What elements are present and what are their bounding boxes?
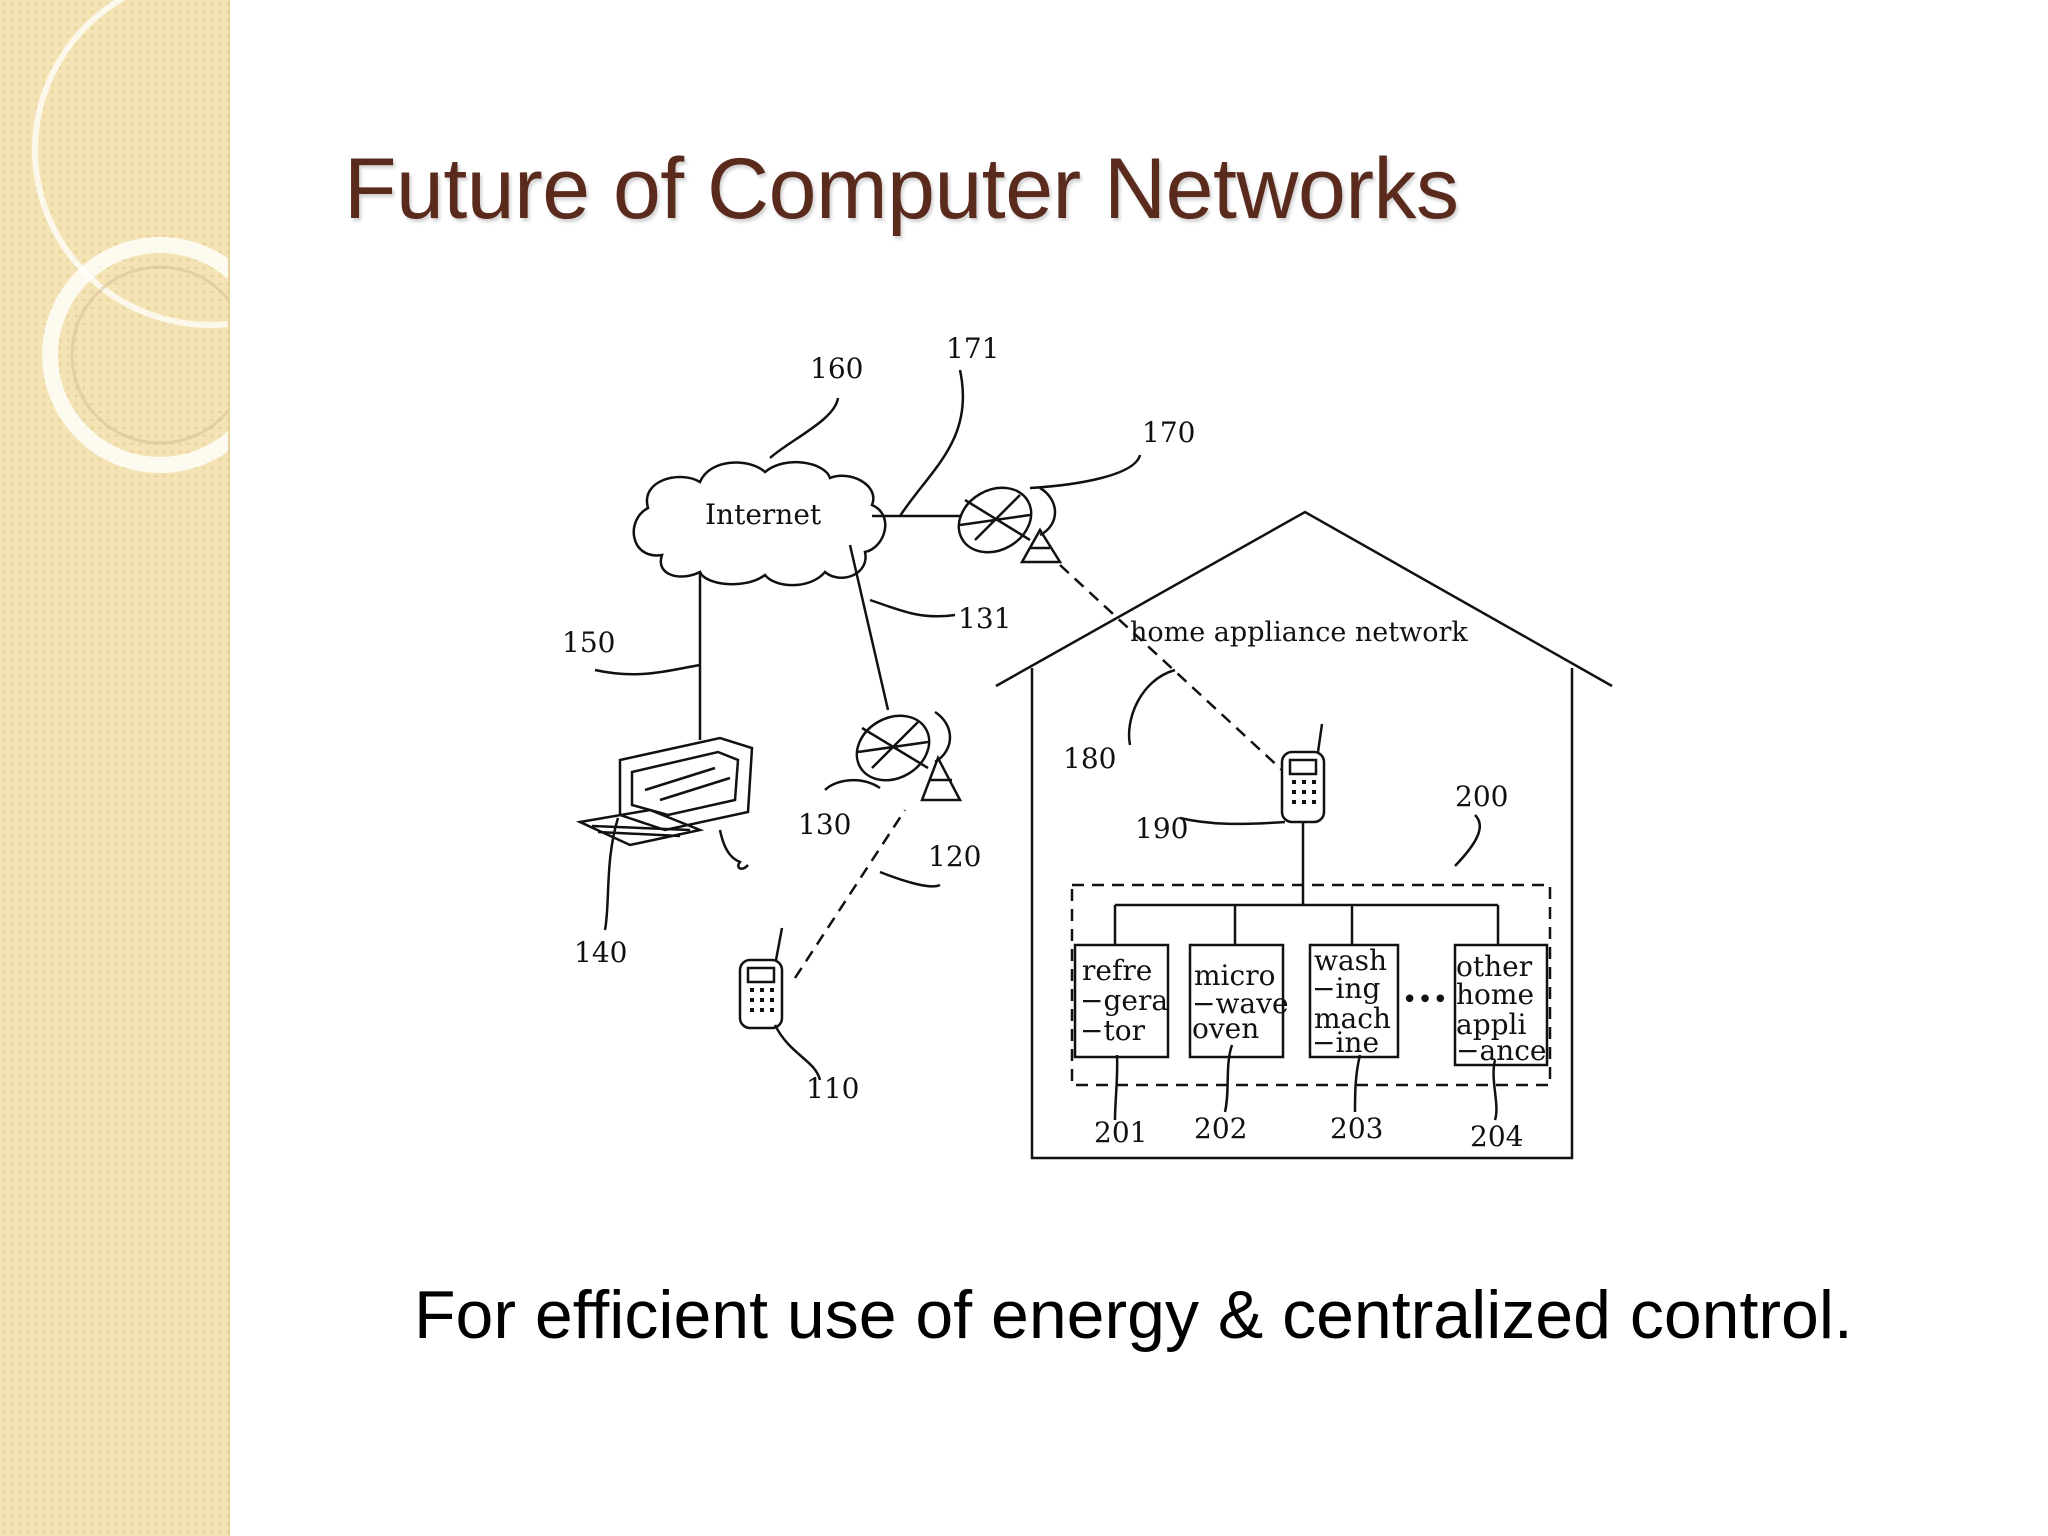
svg-text:appli: appli <box>1456 1008 1526 1041</box>
internet-cloud-icon <box>632 460 887 587</box>
ref-label-201: 201 <box>1094 1116 1147 1149</box>
mobile-phone-icon <box>738 927 784 1030</box>
ref-label-180: 180 <box>1063 742 1116 775</box>
ref-label-190: 190 <box>1135 812 1188 845</box>
computer-icon <box>575 736 754 870</box>
svg-text:wash: wash <box>1314 944 1387 977</box>
appliance-washing-machine-text: wash −ing mach −ine <box>1312 944 1391 1059</box>
ref-label-160: 160 <box>810 352 863 385</box>
ref-label-170: 170 <box>1142 416 1195 449</box>
svg-text:−wave: −wave <box>1192 987 1289 1020</box>
home-network-label: home appliance network <box>1130 617 1468 648</box>
ref-label-110: 110 <box>806 1072 859 1105</box>
svg-text:home: home <box>1456 978 1534 1011</box>
appliance-box-washing-machine <box>1308 943 1400 1059</box>
svg-text:−ine: −ine <box>1312 1026 1379 1059</box>
svg-text:micro: micro <box>1194 959 1275 992</box>
svg-text:refre: refre <box>1082 954 1152 987</box>
slide-title: Future of Computer Networks <box>344 141 1459 237</box>
svg-text:mach: mach <box>1314 1002 1391 1035</box>
svg-text:−tor: −tor <box>1080 1014 1146 1047</box>
svg-text:−ing: −ing <box>1312 972 1380 1005</box>
svg-text:−ance: −ance <box>1456 1034 1546 1067</box>
satellite-dish-icon-2 <box>855 710 963 802</box>
ref-label-150: 150 <box>562 626 615 659</box>
decorative-rings <box>32 0 228 473</box>
appliance-refrigerator-text: refre −gera −tor <box>1080 954 1168 1047</box>
satellite-dish-icon <box>957 486 1063 564</box>
ref-label-140: 140 <box>574 936 627 969</box>
svg-text:−gera: −gera <box>1080 984 1168 1017</box>
appliance-other-text: other home appli −ance <box>1456 950 1546 1067</box>
internet-label: Internet <box>705 498 822 531</box>
appliance-ellipsis: ••• <box>1402 985 1448 1015</box>
svg-text:other: other <box>1456 950 1533 983</box>
decorative-side-band <box>0 0 230 1536</box>
appliance-box-microwave <box>1188 943 1285 1059</box>
appliance-box-refrigerator <box>1073 943 1170 1059</box>
ref-label-131: 131 <box>958 602 1011 635</box>
ref-label-200: 200 <box>1455 780 1508 813</box>
home-phone-icon <box>1280 723 1326 824</box>
svg-text:oven: oven <box>1192 1012 1259 1045</box>
ref-label-130: 130 <box>798 808 851 841</box>
ref-label-120: 120 <box>928 840 981 873</box>
appliance-microwave-text: micro −wave oven <box>1192 959 1289 1045</box>
ref-label-171: 171 <box>946 332 999 365</box>
ref-label-202: 202 <box>1194 1112 1247 1145</box>
slide-caption: For efficient use of energy & centralize… <box>414 1277 1853 1353</box>
appliance-box-other <box>1453 943 1549 1067</box>
ref-label-204: 204 <box>1470 1120 1523 1153</box>
ref-label-203: 203 <box>1330 1112 1383 1145</box>
